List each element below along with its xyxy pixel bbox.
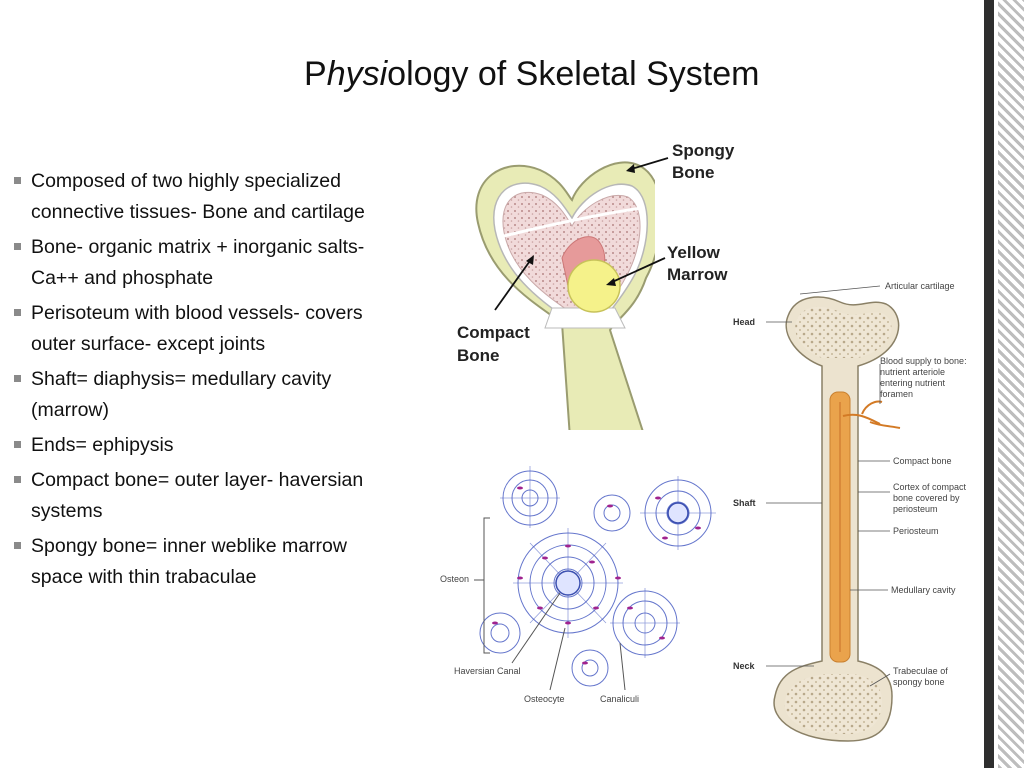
haversian-canal — [555, 570, 581, 596]
bullet-line: systems — [31, 500, 103, 522]
blood-supply-label: nutrient arteriole — [880, 367, 945, 377]
right-border-decoration — [984, 0, 1024, 768]
bullet-square-icon — [14, 243, 21, 250]
cortex-label: bone covered by — [893, 493, 960, 503]
slide-title: Physiology of Skeletal System — [304, 55, 759, 94]
bullet-square-icon — [14, 375, 21, 382]
compact-bone-arrow — [494, 257, 533, 311]
neck-label: Neck — [733, 661, 756, 671]
bullet-line: Compact bone= outer layer- haversian — [31, 469, 364, 491]
spongy-bone-label: Bone — [672, 163, 715, 182]
canaliculi-lines — [500, 466, 716, 658]
canaliculi-leader — [619, 642, 626, 691]
osteon-illustration: Osteon Haversian Canal Osteocyte Canalic… — [440, 466, 716, 704]
periosteum-label: Periosteum — [893, 526, 939, 536]
border-hatch-pattern — [998, 0, 1024, 768]
yellow-marrow-label: Marrow — [667, 265, 728, 284]
osteocyte-label: Osteocyte — [524, 694, 565, 704]
bullet-line: outer surface- except joints — [31, 333, 266, 355]
bullet-item: Shaft= diaphysis= medullary cavity (marro… — [14, 364, 444, 426]
bullet-line: Ends= ephipysis — [31, 434, 174, 456]
canaliculi-label: Canaliculi — [600, 694, 639, 704]
arrow-head-icon — [626, 164, 635, 173]
osteon-label: Osteon — [440, 574, 469, 584]
bullet-square-icon — [14, 441, 21, 448]
osteon-bracket — [483, 517, 490, 654]
spongy-arrow — [627, 157, 669, 171]
articular-cartilage-label: Articular cartilage — [885, 281, 955, 291]
bullet-line: Composed of two highly specialized — [31, 170, 342, 192]
bullet-square-icon — [14, 476, 21, 483]
title-part-2-italic: hysi — [326, 55, 388, 93]
haversian-leader — [511, 592, 561, 664]
cortex-label: Cortex of compact — [893, 482, 967, 492]
yellow-marrow-arrow — [609, 257, 666, 284]
bullet-square-icon — [14, 177, 21, 184]
yellow-marrow-label: Yellow — [667, 243, 721, 262]
compact-bone-label: Compact — [457, 323, 530, 342]
bullet-item: Ends= ephipysis — [14, 430, 444, 461]
bullet-item: Perisoteum with blood vessels- covers out… — [14, 298, 444, 360]
trabeculae-label: spongy bone — [893, 677, 945, 687]
bullet-line: Ca++ and phosphate — [31, 267, 214, 289]
blood-supply-label: entering nutrient — [880, 378, 946, 388]
arrow-head-icon — [606, 278, 616, 286]
blood-supply-label: Blood supply to bone: — [880, 356, 967, 366]
bullet-item: Compact bone= outer layer- haversian syst… — [14, 465, 444, 527]
blood-supply-label: foramen — [880, 389, 913, 399]
osteocyte-dots — [492, 486, 701, 665]
spongy-bone-label: Spongy — [672, 141, 735, 160]
compact-bone-label: Bone — [457, 346, 500, 365]
shaft-label: Shaft — [733, 498, 756, 508]
medullary-cavity-label: Medullary cavity — [891, 585, 956, 595]
bone-section — [475, 161, 655, 430]
haversian-canal — [667, 502, 689, 524]
bullet-line: Spongy bone= inner weblike marrow — [31, 535, 347, 557]
arrow-head-icon — [526, 255, 534, 265]
bullet-line: space with thin trabaculae — [31, 566, 257, 588]
end-spongy-bone — [784, 674, 882, 734]
title-part-1: P — [304, 55, 327, 93]
head-spongy-bone — [795, 306, 892, 358]
bullet-item: Spongy bone= inner weblike marrow space w… — [14, 531, 444, 593]
head-label: Head — [733, 317, 755, 327]
bullet-square-icon — [14, 542, 21, 549]
bullet-line: Perisoteum with blood vessels- covers — [31, 302, 363, 324]
bullet-line: Bone- organic matrix + inorganic salts- — [31, 236, 365, 258]
bullet-square-icon — [14, 309, 21, 316]
bullet-line: (marrow) — [31, 399, 109, 421]
haversian-canal-label: Haversian Canal — [454, 666, 521, 676]
title-part-3: ology of Skeletal System — [387, 55, 760, 93]
compact-bone-label: Compact bone — [893, 456, 952, 466]
bullet-line: Shaft= diaphysis= medullary cavity — [31, 368, 332, 390]
leader-lines — [766, 285, 891, 687]
trabeculae-label: Trabeculae of — [893, 666, 948, 676]
bullet-item: Composed of two highly specialized connec… — [14, 166, 444, 228]
cortex-label: periosteum — [893, 504, 938, 514]
bullet-list: Composed of two highly specialized connec… — [14, 166, 444, 597]
bullet-item: Bone- organic matrix + inorganic salts- C… — [14, 232, 444, 294]
osteocyte-leader — [549, 627, 566, 691]
bullet-line: connective tissues- Bone and cartilage — [31, 201, 365, 223]
long-bone-illustration: Articular cartilage Head Blood supply to… — [733, 281, 967, 742]
epiphysis-illustration: Spongy Bone Yellow Marrow Compact Bone — [457, 141, 735, 430]
border-dark-bar — [984, 0, 994, 768]
